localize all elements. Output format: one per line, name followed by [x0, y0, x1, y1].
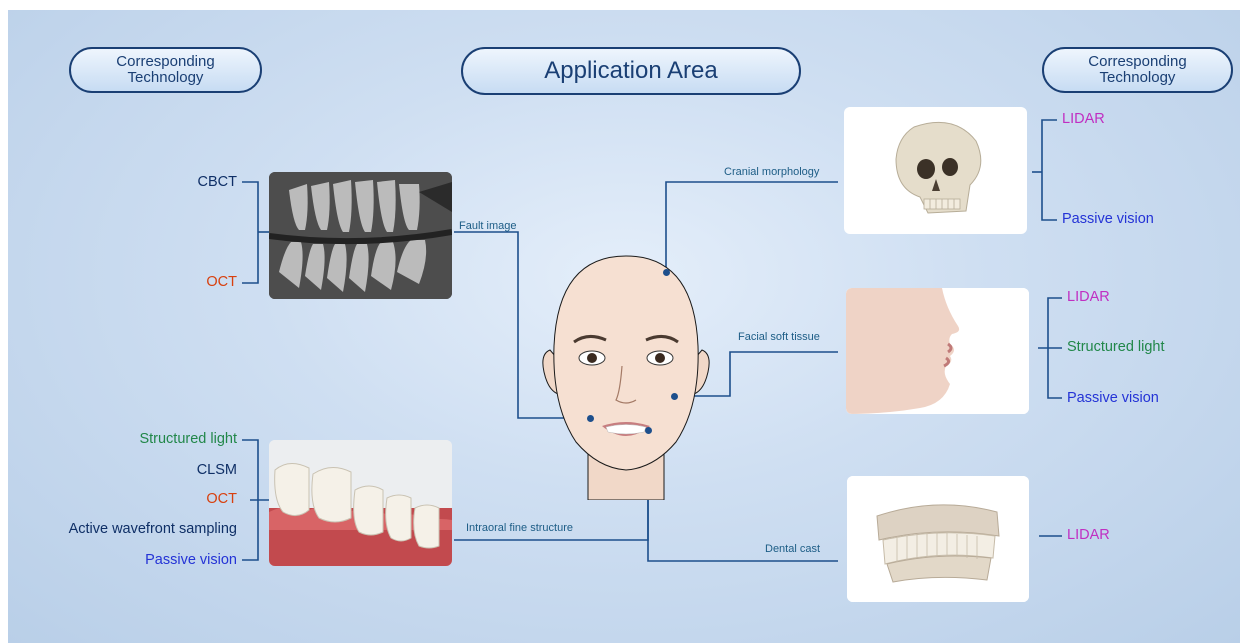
- fault-point: [587, 415, 594, 422]
- tech-passive-vision-facial: Passive vision: [1067, 390, 1159, 406]
- right-cranial-bracket: [1042, 120, 1057, 220]
- panoramic-xray-image: [269, 172, 452, 299]
- cranial-point: [663, 269, 670, 276]
- tech-passive-vision-cranial: Passive vision: [1062, 211, 1154, 227]
- category-intraoral-fine-structure: Intraoral fine structure: [466, 522, 573, 534]
- tech-structured-light: Structured light: [139, 431, 237, 447]
- tech-active-wavefront-sampling: Active wavefront sampling: [69, 521, 237, 537]
- head-illustration: [536, 254, 716, 500]
- teeth-3d-image: [269, 440, 452, 566]
- face-profile-image: [846, 288, 1029, 414]
- tech-lidar-facial: LIDAR: [1067, 289, 1110, 305]
- xray-teeth-svg: [269, 172, 452, 299]
- left-top-bracket: [242, 182, 258, 283]
- skull-svg: [844, 107, 1027, 234]
- category-dental-cast: Dental cast: [765, 543, 820, 555]
- category-cranial-morphology: Cranial morphology: [724, 166, 819, 178]
- tech-cbct: CBCT: [198, 174, 237, 190]
- tech-lidar-dental: LIDAR: [1067, 527, 1110, 543]
- category-fault-image: Fault image: [459, 220, 516, 232]
- tech-clsm: CLSM: [197, 462, 237, 478]
- tech-passive-vision: Passive vision: [145, 552, 237, 568]
- tech-lidar-cranial: LIDAR: [1062, 111, 1105, 127]
- head-svg: [536, 254, 716, 500]
- mouth-point: [645, 427, 652, 434]
- profile-svg: [846, 288, 1029, 414]
- dental-cast-image: [847, 476, 1029, 602]
- facial-point: [671, 393, 678, 400]
- category-facial-soft-tissue: Facial soft tissue: [738, 331, 820, 343]
- teeth-svg: [269, 440, 452, 566]
- dental-cast-svg: [847, 476, 1029, 602]
- tech-structured-light-facial: Structured light: [1067, 339, 1165, 355]
- diagram-canvas: Corresponding Technology Application Are…: [8, 10, 1240, 643]
- tech-oct: OCT: [206, 274, 237, 290]
- skull-image: [844, 107, 1027, 234]
- tech-oct-2: OCT: [206, 491, 237, 507]
